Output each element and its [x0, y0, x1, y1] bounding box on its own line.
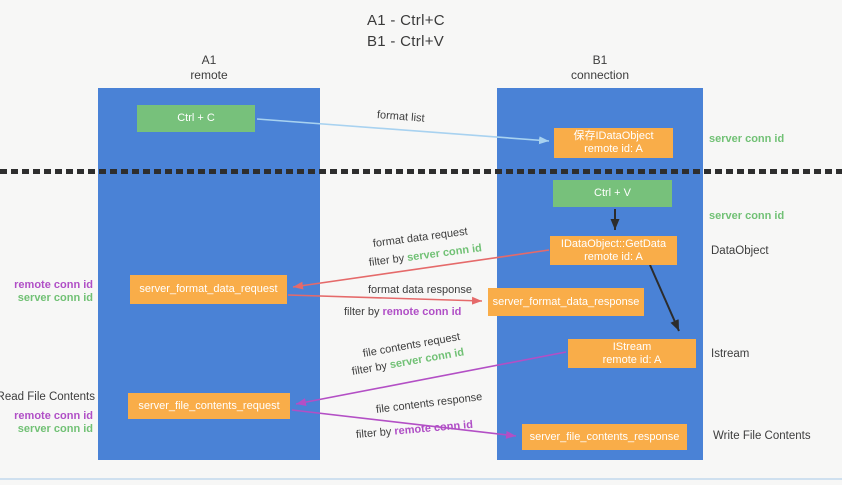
filter-by-prefix: filter by [350, 359, 391, 378]
node-file-response-label: server_file_contents_response [529, 430, 680, 443]
node-ctrl-v-label: Ctrl + V [594, 187, 631, 199]
node-save-idataobject-line2: remote id: A [584, 143, 643, 155]
node-save-idataobject-line1: 保存IDataObject [573, 130, 654, 142]
filter-by-prefix: filter by [344, 306, 383, 318]
node-istream: IStream remote id: A [568, 339, 696, 368]
lane-a1-subtitle: remote [190, 68, 228, 82]
lane-header-a1: A1 remote [98, 53, 320, 83]
label-file-response-filter: filter by remote conn id [355, 419, 473, 441]
label-format-list: format list [376, 109, 426, 125]
title-line-2: B1 - Ctrl+V [367, 33, 445, 50]
label-remote-conn-id-left-top: remote conn id [14, 279, 93, 291]
lane-header-b1: B1 connection [497, 53, 703, 83]
node-server-file-contents-response: server_file_contents_response [522, 424, 687, 450]
label-remote-conn-id-left-bottom: remote conn id [14, 410, 93, 422]
node-format-response-label: server_format_data_response [492, 295, 640, 308]
phase-separator-dashed-line [0, 169, 842, 174]
node-format-request-label: server_format_data_request [139, 283, 278, 295]
remote-conn-id-key: remote conn id [393, 418, 474, 438]
lane-b1-subtitle: connection [570, 68, 630, 82]
filter-by-prefix: filter by [368, 252, 408, 269]
label-format-data-response: format data response [368, 284, 472, 296]
node-server-format-data-request: server_format_data_request [130, 275, 287, 304]
label-read-file-contents: Read File Contents [0, 391, 95, 403]
node-getdata-line2: remote id: A [584, 250, 643, 263]
node-istream-line2: remote id: A [602, 353, 662, 366]
label-write-file-contents: Write File Contents [713, 430, 811, 442]
bottom-edge-line [0, 478, 842, 480]
node-server-format-data-response: server_format_data_response [488, 288, 644, 316]
label-server-conn-id-right-top: server conn id [709, 133, 785, 145]
label-format-response-filter: filter by remote conn id [344, 306, 461, 318]
node-idataobject-getdata: IDataObject::GetData remote id: A [550, 236, 677, 265]
node-save-idataobject: 保存IDataObject remote id: A [554, 128, 673, 158]
label-server-conn-id-left-bottom: server conn id [17, 423, 93, 435]
label-server-conn-id-right-mid: server conn id [709, 210, 785, 222]
node-ctrl-c: Ctrl + C [137, 105, 255, 132]
lane-b1-name: B1 [592, 53, 608, 67]
node-file-request-label: server_file_contents_request [138, 399, 280, 412]
node-ctrl-c-label: Ctrl + C [177, 112, 215, 124]
label-file-contents-response: file contents response [375, 391, 483, 416]
lane-a1-name: A1 [201, 53, 217, 67]
label-dataobject: DataObject [711, 245, 769, 257]
filter-by-prefix: filter by [355, 425, 395, 441]
node-getdata-line1: IDataObject::GetData [560, 237, 667, 250]
node-istream-line1: IStream [612, 340, 652, 353]
remote-conn-id-key: remote conn id [382, 306, 462, 318]
server-conn-id-key: server conn id [406, 242, 483, 264]
node-ctrl-v: Ctrl + V [553, 180, 672, 207]
label-server-conn-id-left-top: server conn id [17, 292, 93, 304]
title-line-1: A1 - Ctrl+C [367, 12, 445, 29]
label-istream: Istream [711, 348, 750, 360]
diagram-title: A1 - Ctrl+C B1 - Ctrl+V [367, 10, 445, 52]
node-server-file-contents-request: server_file_contents_request [128, 393, 290, 419]
